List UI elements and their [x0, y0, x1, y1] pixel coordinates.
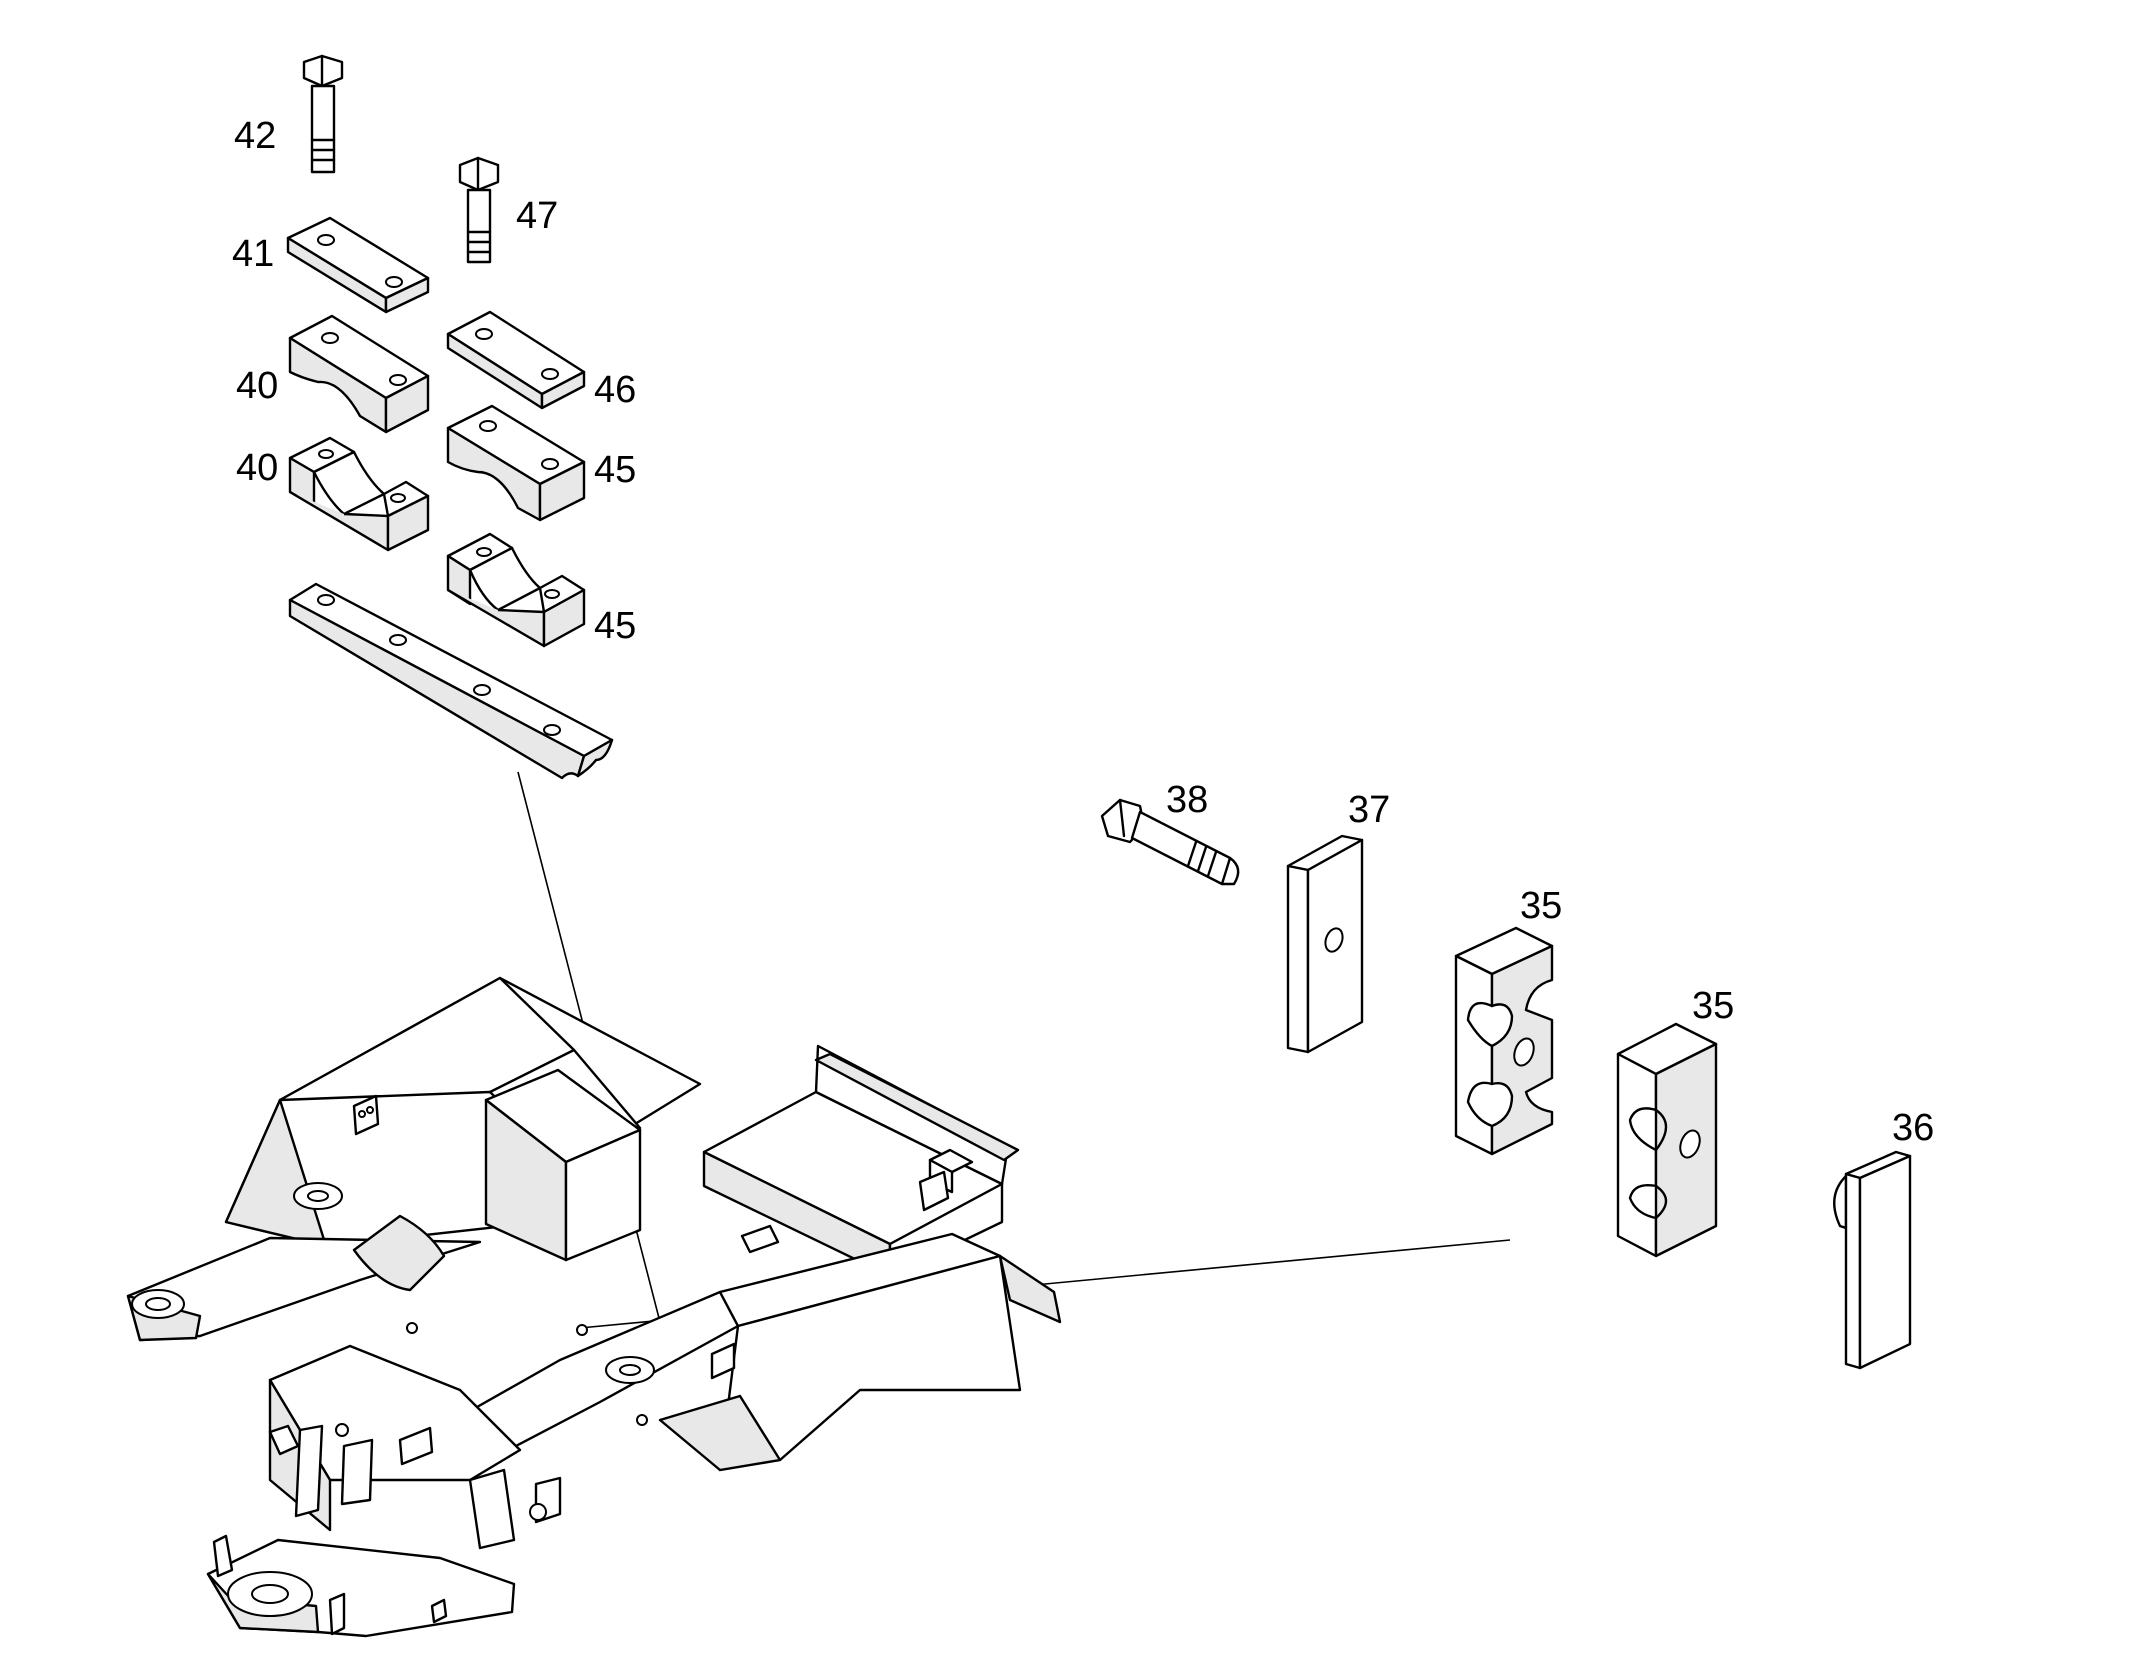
callout-45-upper: 45 [594, 449, 636, 491]
part-41-plate [286, 216, 430, 314]
main-frame [126, 976, 1062, 1638]
part-38-bolt [1100, 798, 1240, 886]
callout-35-upper: 35 [1520, 885, 1562, 927]
callout-46: 46 [594, 369, 636, 411]
callout-37: 37 [1348, 789, 1390, 831]
callout-38: 38 [1166, 779, 1208, 821]
part-46-plate [446, 310, 586, 410]
callout-36: 36 [1892, 1107, 1934, 1149]
part-37-plate [1286, 834, 1364, 1054]
part-45-clamp-lower [446, 532, 586, 648]
part-35-block-upper [1454, 926, 1554, 1156]
part-47-bolt [458, 156, 500, 264]
part-40-clamp-upper [288, 314, 430, 434]
callout-42: 42 [234, 115, 276, 157]
part-45-clamp-upper [446, 404, 586, 522]
callout-40-upper: 40 [236, 365, 278, 407]
part-35-block-lower [1616, 1022, 1718, 1258]
part-42-bolt [302, 54, 344, 174]
callout-35-lower: 35 [1692, 985, 1734, 1027]
part-40-clamp-lower [288, 436, 430, 552]
callout-47: 47 [516, 195, 558, 237]
callout-40-lower: 40 [236, 447, 278, 489]
callout-41: 41 [232, 233, 274, 275]
callout-45-lower: 45 [594, 605, 636, 647]
part-36-plate [1833, 1150, 1912, 1370]
long-strip-plate [288, 582, 614, 780]
